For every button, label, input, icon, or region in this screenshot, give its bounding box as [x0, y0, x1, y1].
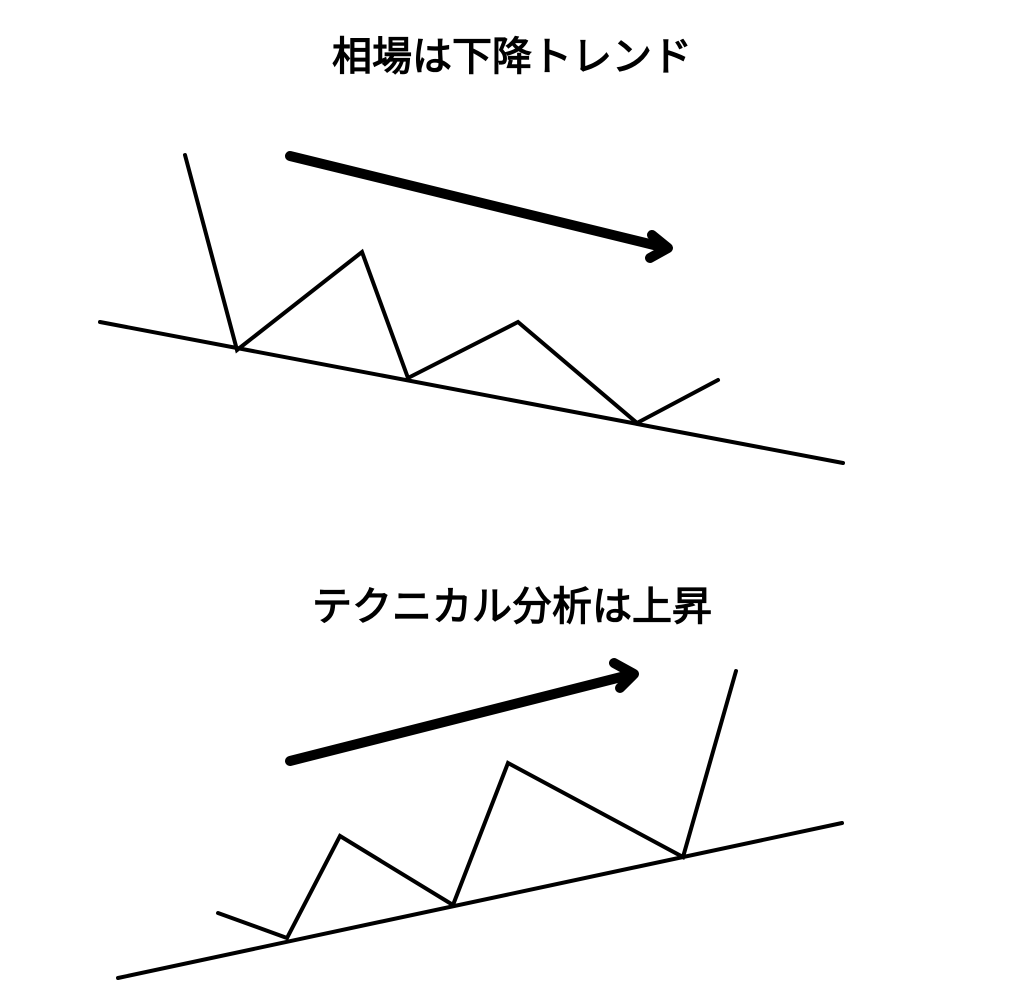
- down-arrow-icon: [285, 151, 673, 263]
- uptrend-price-zigzag: [216, 669, 738, 941]
- top-title: 相場は下降トレンド: [332, 34, 692, 80]
- uptrend-support-line: [116, 821, 844, 980]
- up-arrow-icon: [285, 658, 639, 766]
- downtrend-support-line: [98, 320, 845, 465]
- downtrend-price-zigzag: [183, 153, 720, 426]
- bottom-title: テクニカル分析は上昇: [312, 584, 712, 630]
